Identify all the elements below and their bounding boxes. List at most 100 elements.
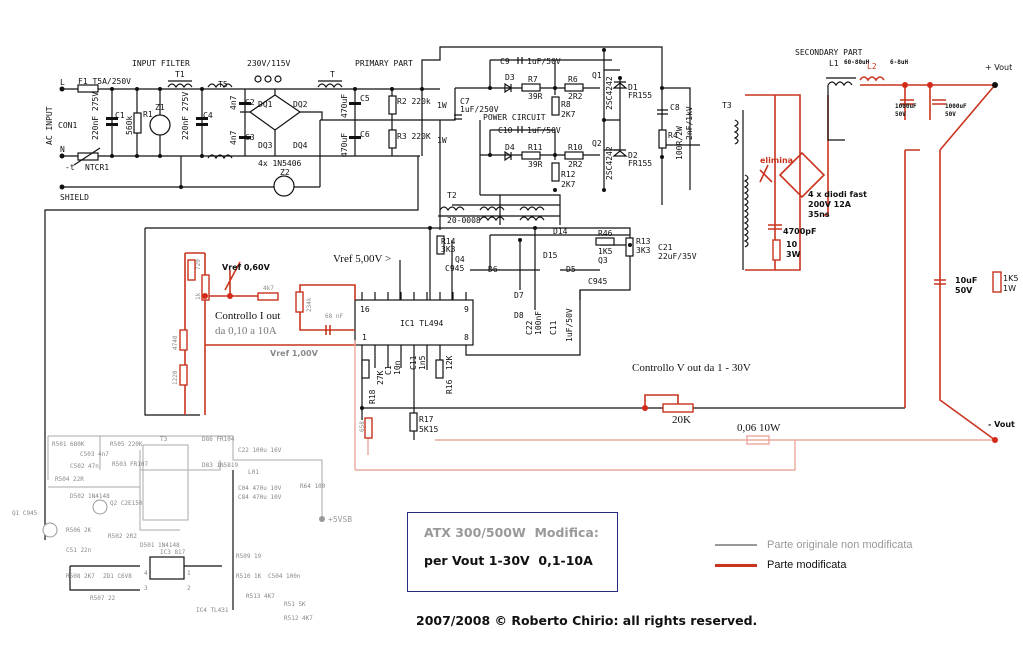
label-elimina: elimina: [760, 156, 793, 165]
label-r46-val: 1K5: [598, 247, 613, 256]
schematic-mark: [240, 89, 323, 156]
label-10uf: 10uF: [955, 276, 977, 285]
label-d15: D15: [543, 251, 558, 260]
label-r2-w: 1W: [437, 101, 447, 110]
label-c10: C10: [498, 126, 513, 135]
label-vout-minus: - Vout: [988, 420, 1015, 429]
label-d7: D7: [514, 291, 524, 300]
resistor-r14: [436, 235, 445, 255]
label-r3-w: 1W: [437, 136, 447, 145]
label-vout-plus: + Vout: [985, 63, 1012, 72]
schematic-mark: [319, 516, 325, 522]
label-c502: C502 47n: [70, 463, 99, 470]
schematic-mark: [859, 76, 885, 82]
schematic-mark: [200, 154, 204, 158]
label-l1-val: 60-80uH: [844, 59, 870, 66]
label-r1: R1: [143, 110, 153, 119]
label-r13-val: 3K3: [636, 246, 651, 255]
legend-original-label: Parte originale non modificata: [767, 539, 913, 551]
label-cout1: 1000uF: [895, 103, 917, 110]
label-d1: D1: [628, 83, 638, 92]
schematic-mark: [488, 153, 492, 157]
label-r513: R513 4K7: [246, 593, 275, 600]
title-box: ATX 300/500W Modifica: per Vout 1-30V 0,…: [407, 512, 618, 592]
label-r16: R16: [445, 379, 454, 394]
label-sb-t3: T3: [160, 436, 168, 443]
label-dq1: DQ1: [258, 100, 273, 109]
schematic-mark: [660, 86, 664, 90]
schematic-mark: [42, 522, 58, 538]
label-d5: D5: [566, 265, 576, 274]
label-1k5-w: 1W: [1003, 284, 1016, 293]
power-circuit-wires: [438, 50, 749, 270]
schematic-mark: [759, 164, 773, 183]
legend-original: Parte originale non modificata: [715, 535, 913, 555]
label-r7: R7: [528, 75, 538, 84]
label-c51: C51 22n: [66, 547, 92, 554]
schematic-mark: [533, 226, 537, 230]
label-4740: 4740: [172, 335, 179, 350]
schematic-mark: [360, 260, 905, 409]
schematic-mark: [390, 87, 394, 91]
resistor-1k5: [992, 271, 1002, 293]
label-d2-val: FR155: [628, 159, 652, 168]
label-c11: C11: [549, 320, 558, 335]
label-c1: C1: [115, 111, 125, 120]
schematic-mark: [349, 136, 361, 139]
schematic-mark: [733, 110, 749, 270]
schematic-mark: [992, 82, 998, 88]
schematic-mark: [553, 153, 557, 157]
label-cout2-v: 50V: [945, 111, 956, 118]
label-c22-val: 100nF: [534, 311, 543, 335]
label-vref1: Vref 1,00V: [270, 349, 319, 358]
schematic-mark: [642, 405, 648, 411]
label-r4-val: 100R/2W: [675, 126, 684, 160]
legend: Parte originale non modificata Parte mod…: [715, 535, 913, 575]
label-t2: T2: [447, 191, 457, 200]
schematic-mark: [927, 82, 933, 88]
label-sb-q2: Q2 C2E150: [110, 500, 143, 507]
schematic-mark: [454, 57, 668, 133]
label-bridge: 4x 1N5406: [258, 159, 302, 168]
label-q2: Q2: [592, 139, 602, 148]
schematic-mark: [325, 99, 946, 335]
label-c7: C7: [460, 97, 470, 106]
label-r503: R503 FR107: [112, 461, 149, 468]
label-720: 720: [195, 259, 202, 270]
schematic-mark: [274, 75, 282, 83]
label-d2: D2: [628, 151, 638, 160]
label-N: N: [60, 145, 65, 154]
schematic-mark: [135, 154, 139, 158]
legend-red-line: [715, 563, 757, 567]
schematic-mark: [167, 80, 343, 160]
label-primary: PRIMARY PART: [355, 59, 413, 68]
schematic-mark: [106, 123, 118, 126]
label-c504: C504 100n: [268, 573, 301, 580]
label-c2: C2: [245, 98, 255, 107]
schematic-mark: [239, 102, 251, 105]
resistor-4k7: [257, 292, 279, 301]
label-r46: R46: [598, 229, 613, 238]
label-pin1: 1: [362, 333, 367, 342]
label-secondary: SECONDARY PART: [795, 48, 863, 57]
label-c9: C9: [500, 57, 510, 66]
label-r51: R51 5K: [284, 601, 306, 608]
schematic-mark: [902, 82, 908, 88]
label-d1-val: FR155: [628, 91, 652, 100]
schematic-mark: [628, 243, 632, 247]
schematic-mark: [438, 206, 560, 222]
label-r505: R505 220K: [110, 441, 143, 448]
schematic-mark: [360, 406, 364, 410]
label-opto-pin4: 4: [144, 570, 148, 577]
label-c6-val: 470uF: [340, 133, 349, 157]
pot-1k: [201, 274, 210, 301]
resistor-r46: [595, 237, 615, 246]
shunt-resistor: [746, 435, 770, 445]
label-shield: SHIELD: [60, 193, 89, 202]
schematic-mark: [254, 75, 262, 83]
label-c9-val: 1uF/50V: [527, 57, 561, 66]
label-c21-val: 22uF/35V: [658, 252, 697, 261]
label-r17: R17: [419, 415, 434, 424]
label-1k: 1k: [195, 292, 202, 300]
label-d83: D83 1N5819: [202, 462, 239, 469]
